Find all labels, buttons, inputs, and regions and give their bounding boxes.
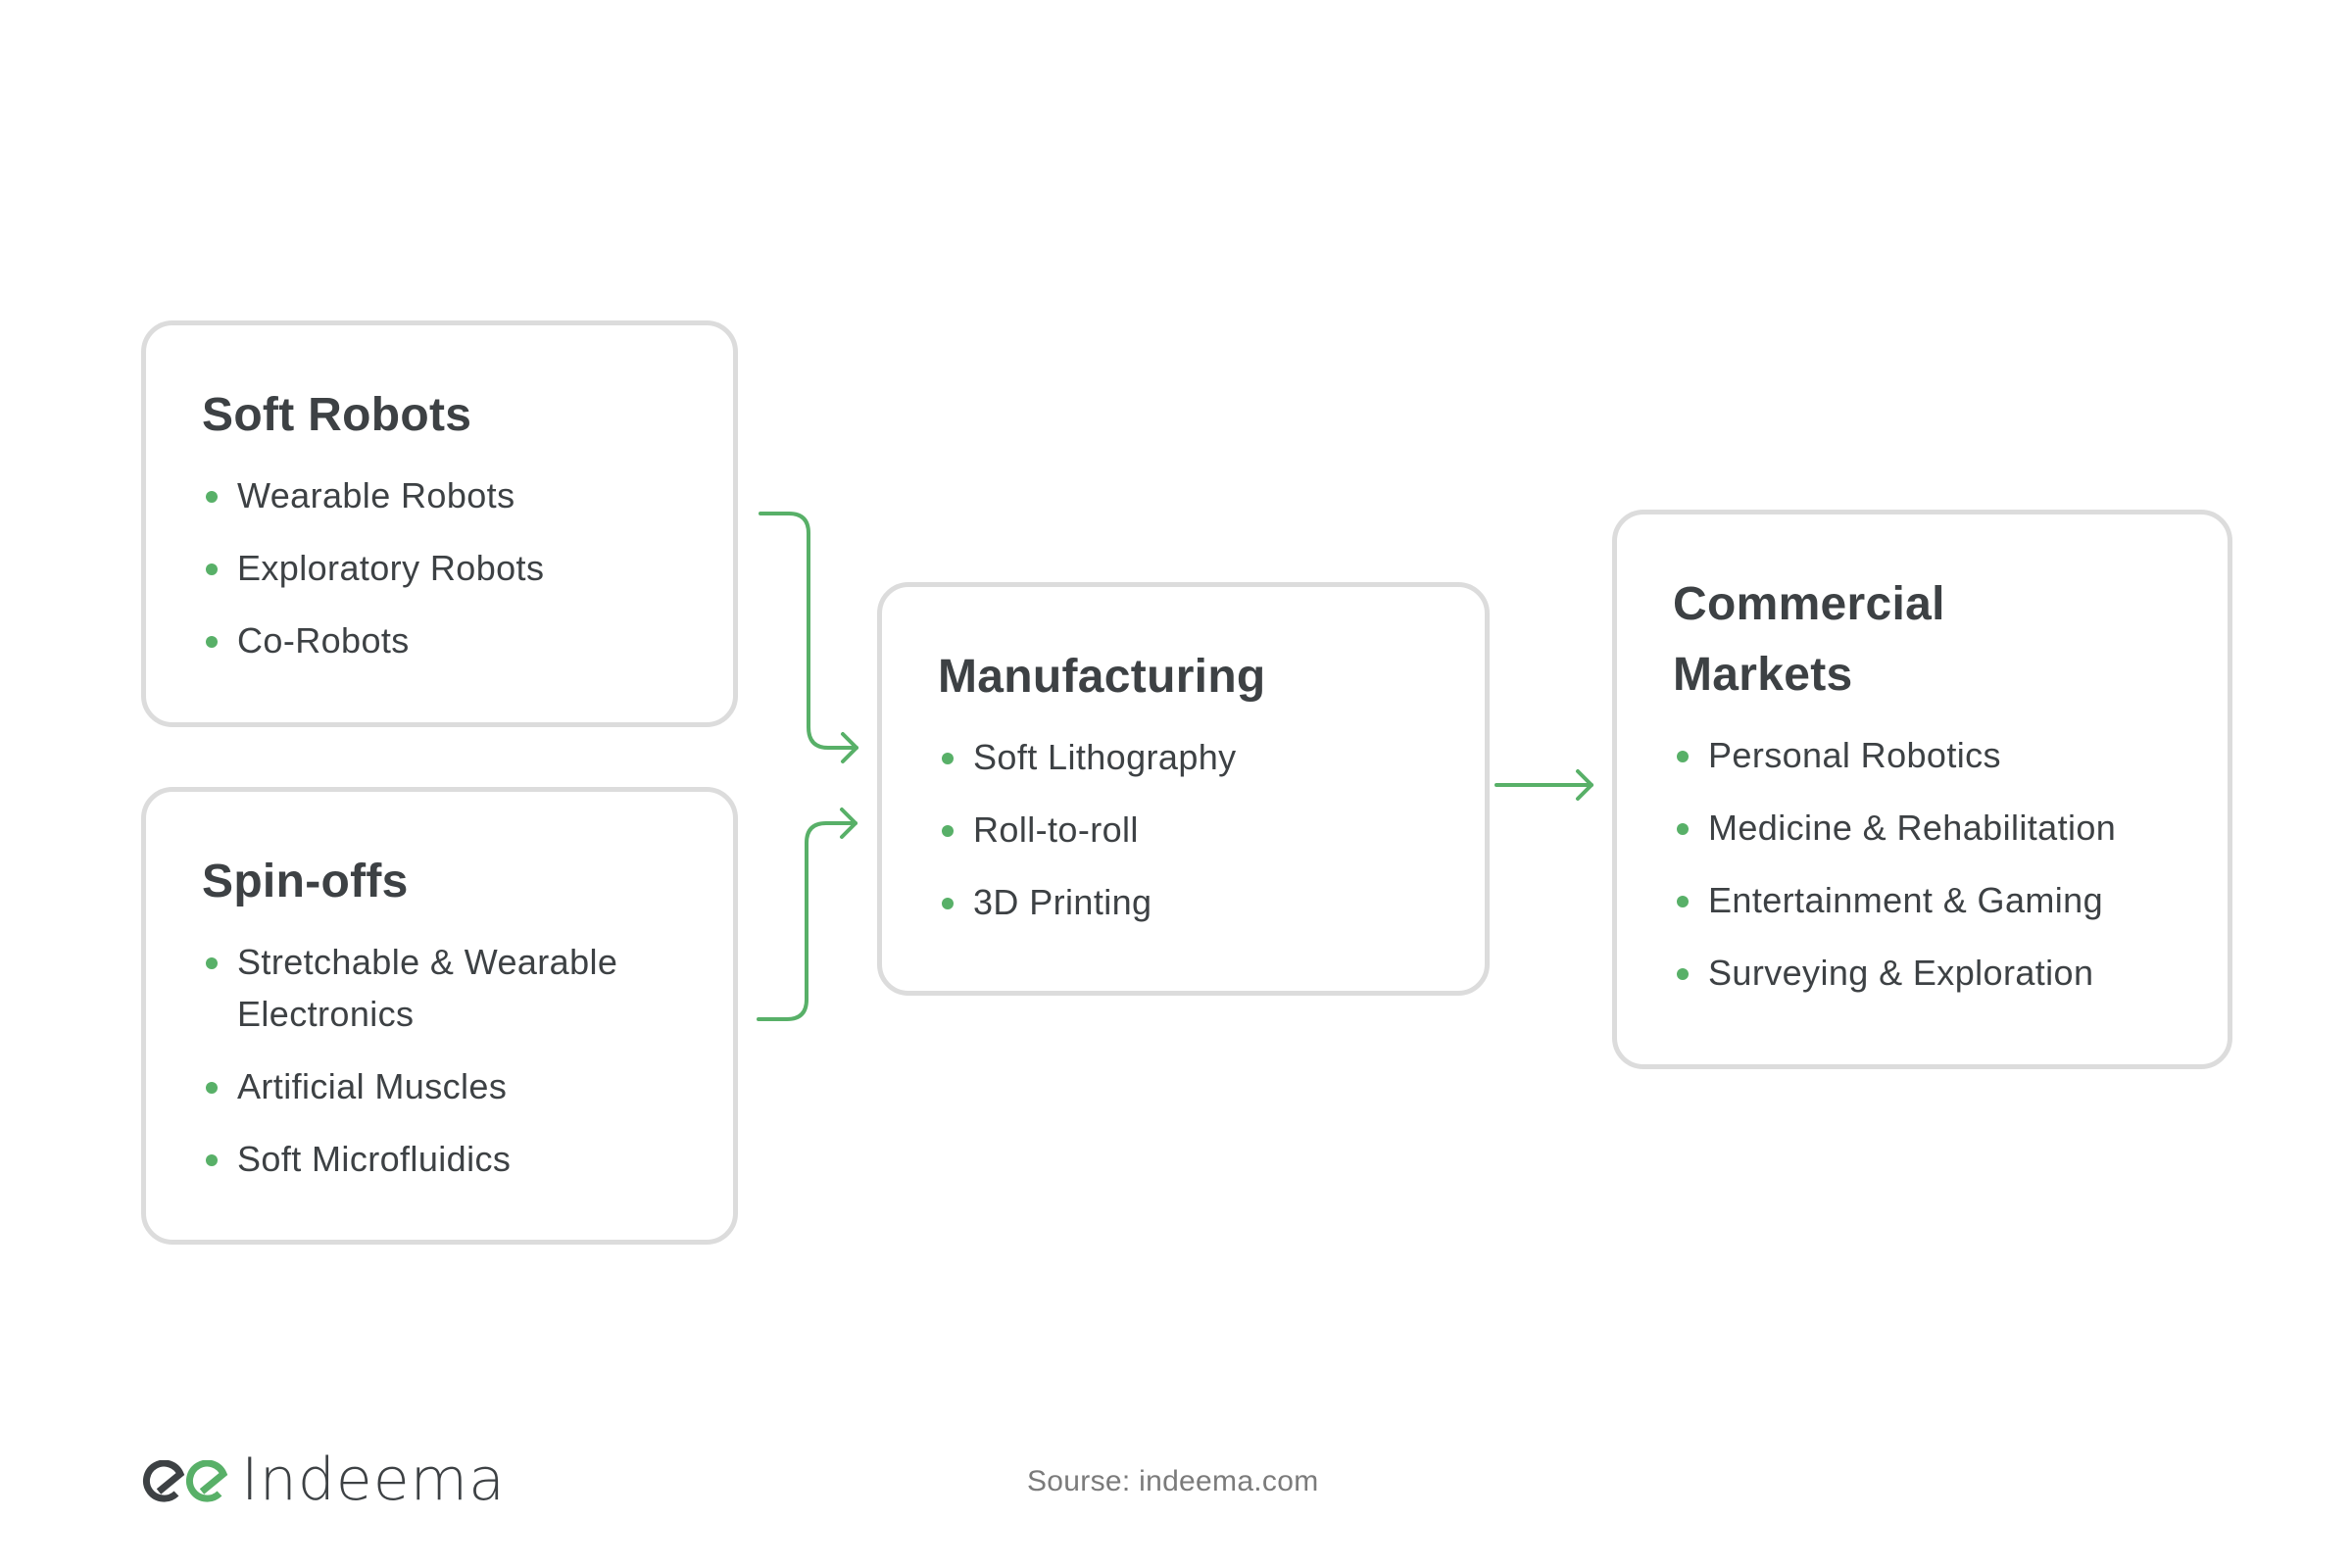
list-item: Medicine & Rehabilitation (1673, 802, 2188, 854)
card-manufacturing: Manufacturing Soft Lithography Roll-to-r… (877, 582, 1490, 996)
bullet-dot-icon (942, 753, 954, 764)
bullet-dot-icon (206, 1082, 218, 1094)
list-item-label: Wearable Robots (237, 475, 515, 515)
bullet-dot-icon (1677, 751, 1689, 762)
connector-line (757, 821, 858, 1021)
bullet-dot-icon (942, 825, 954, 837)
card-soft-robots: Soft Robots Wearable Robots Exploratory … (141, 320, 738, 727)
bullet-dot-icon (1677, 823, 1689, 835)
list-item-label: Soft Microfluidics (237, 1139, 512, 1179)
list-item: Wearable Robots (202, 469, 694, 521)
list-item-label: Exploratory Robots (237, 548, 545, 588)
connector-soft-robots-to-manufacturing (759, 512, 858, 763)
connector-line (759, 512, 858, 750)
bullet-dot-icon (942, 898, 954, 909)
list-item: Artificial Muscles (202, 1060, 694, 1112)
list-item: 3D Printing (938, 876, 1446, 928)
bullet-dot-icon (206, 1154, 218, 1166)
list-item-label: 3D Printing (973, 882, 1152, 922)
card-spin-offs: Spin-offs Stretchable & Wearable Electro… (141, 787, 738, 1245)
bullet-dot-icon (1677, 968, 1689, 980)
bullet-dot-icon (1677, 896, 1689, 907)
list-item-label: Personal Robotics (1708, 735, 2001, 775)
arrowhead-icon (840, 808, 858, 839)
card-title: Manufacturing (938, 651, 1266, 703)
card-list: Soft Lithography Roll-to-roll 3D Printin… (938, 731, 1446, 928)
list-item-label: Stretchable & Wearable Electronics (237, 942, 618, 1034)
list-item: Co-Robots (202, 614, 694, 666)
card-title: Spin-offs (202, 856, 409, 907)
list-item: Surveying & Exploration (1673, 947, 2188, 999)
arrowhead-icon (1576, 769, 1593, 801)
list-item: Entertainment & Gaming (1673, 874, 2188, 926)
list-item-label: Medicine & Rehabilitation (1708, 808, 2117, 848)
list-item: Exploratory Robots (202, 542, 694, 594)
bullet-dot-icon (206, 491, 218, 503)
list-item: Personal Robotics (1673, 729, 2188, 781)
indeema-logo: Indeema (141, 1446, 506, 1514)
bullet-dot-icon (206, 957, 218, 969)
list-item: Roll-to-roll (938, 804, 1446, 856)
list-item-label: Entertainment & Gaming (1708, 880, 2103, 920)
card-commercial-markets: Commercial Markets Personal Robotics Med… (1612, 510, 2232, 1069)
list-item-label: Roll-to-roll (973, 809, 1139, 850)
arrowhead-icon (841, 732, 858, 763)
connector-manufacturing-to-commercial (1494, 769, 1593, 801)
connector-spin-offs-to-manufacturing (757, 808, 858, 1021)
list-item-label: Soft Lithography (973, 737, 1237, 777)
source-text: Sourse: indeema.com (1027, 1465, 1319, 1497)
card-list: Stretchable & Wearable Electronics Artif… (202, 936, 694, 1185)
card-title: Soft Robots (202, 389, 472, 441)
list-item-label: Surveying & Exploration (1708, 953, 2094, 993)
bullet-dot-icon (206, 564, 218, 575)
list-item: Soft Microfluidics (202, 1133, 694, 1185)
list-item: Soft Lithography (938, 731, 1446, 783)
ee-logo-icon (142, 1460, 228, 1502)
list-item-label: Co-Robots (237, 620, 410, 661)
logo-text: Indeema (241, 1446, 506, 1514)
card-title: Commercial Markets (1673, 578, 1945, 701)
list-item-label: Artificial Muscles (237, 1066, 508, 1106)
list-item: Stretchable & Wearable Electronics (202, 936, 694, 1040)
card-list: Wearable Robots Exploratory Robots Co-Ro… (202, 469, 694, 666)
bullet-dot-icon (206, 636, 218, 648)
card-list: Personal Robotics Medicine & Rehabilitat… (1673, 729, 2188, 999)
